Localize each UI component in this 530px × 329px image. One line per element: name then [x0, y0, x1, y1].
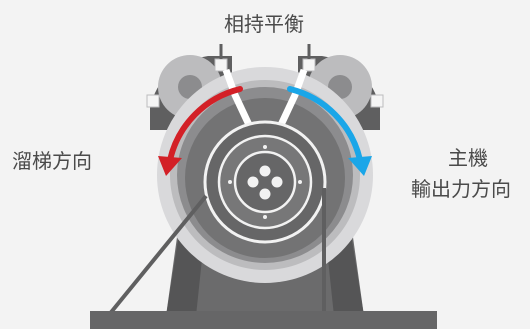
bracket-side-right: [370, 94, 384, 108]
hub-dot-bottom: [263, 215, 267, 219]
frame-leg-left: [166, 240, 204, 316]
output-force-direction-label: 輸出力方向: [411, 177, 511, 201]
red-arrowhead-icon: [158, 156, 182, 176]
bracket-side-left: [146, 94, 160, 108]
hub-bolt-left: [247, 176, 259, 188]
clockwise-blue-arrow-icon: [287, 86, 363, 163]
rod-right: [276, 68, 308, 129]
hub-inner: [233, 150, 297, 214]
hub-dot-left: [228, 180, 232, 184]
base-platform: [90, 311, 437, 329]
hub-bolt-right: [271, 176, 283, 188]
cable-left: [106, 194, 208, 318]
counterclockwise-red-arrow-icon: [167, 86, 243, 163]
main-machine-label: 主機: [448, 146, 488, 170]
hub-dot-top: [263, 145, 267, 149]
slip-direction-label: 溜梯方向: [12, 149, 92, 173]
hub-bolt-bottom: [259, 188, 271, 200]
bracket-top-left: [214, 58, 228, 72]
bracket-top-right: [302, 58, 316, 72]
rod-left: [222, 68, 254, 129]
blue-arrowhead-icon: [348, 156, 372, 176]
frame-leg-right: [326, 240, 364, 316]
hub-bolt-top: [259, 165, 271, 177]
balance-label: 相持平衡: [224, 12, 304, 36]
hub-dot-right: [298, 180, 302, 184]
